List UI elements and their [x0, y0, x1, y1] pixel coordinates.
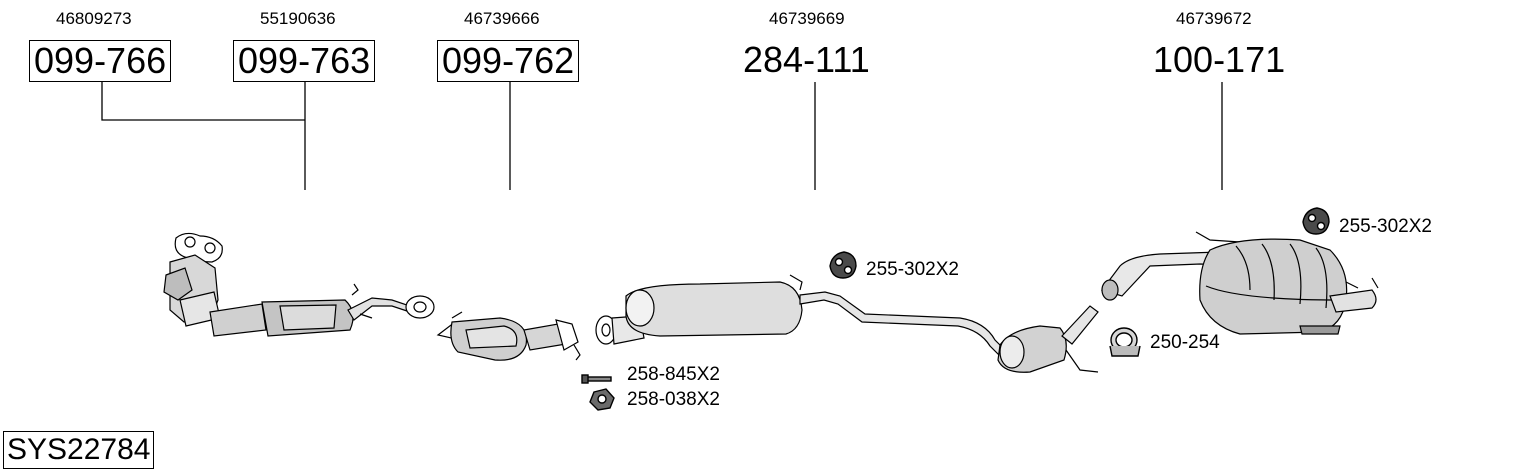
clamp-icon	[1109, 327, 1141, 357]
nut-label[interactable]: 258-038X2	[627, 389, 720, 410]
nut-icon	[589, 388, 615, 411]
catalyst-part	[436, 311, 581, 361]
hanger-rear-label[interactable]: 255-302X2	[1339, 216, 1432, 237]
system-code: SYS22784	[3, 431, 155, 469]
manifold-catalyst-part	[163, 232, 435, 337]
hanger-icon-rear	[1302, 207, 1330, 235]
bolt-label[interactable]: 258-845X2	[627, 364, 720, 385]
oe-number-100-171: 46739672	[1176, 9, 1252, 28]
part-number-099-763[interactable]: 099-763	[233, 40, 376, 82]
bolt-icon	[581, 374, 612, 384]
hanger-icon-mid	[829, 251, 857, 279]
clamp-label[interactable]: 250-254	[1150, 332, 1220, 353]
leader-line-099-766	[101, 82, 305, 121]
middle-silencer-part	[595, 274, 1006, 357]
part-number-284-111[interactable]: 284-111	[743, 39, 870, 80]
oe-number-284-111: 46739669	[769, 9, 845, 28]
part-number-100-171[interactable]: 100-171	[1153, 39, 1286, 80]
rear-pipe-part	[997, 231, 1241, 373]
oe-number-099-766: 46809273	[56, 9, 132, 28]
leader-lines	[101, 82, 1223, 190]
oe-number-099-763: 55190636	[260, 9, 336, 28]
hanger-mid-label[interactable]: 255-302X2	[866, 259, 959, 280]
rear-silencer-part	[1199, 238, 1379, 335]
part-number-099-762[interactable]: 099-762	[437, 40, 580, 82]
oe-number-099-762: 46739666	[464, 9, 540, 28]
part-number-099-766[interactable]: 099-766	[29, 40, 172, 82]
